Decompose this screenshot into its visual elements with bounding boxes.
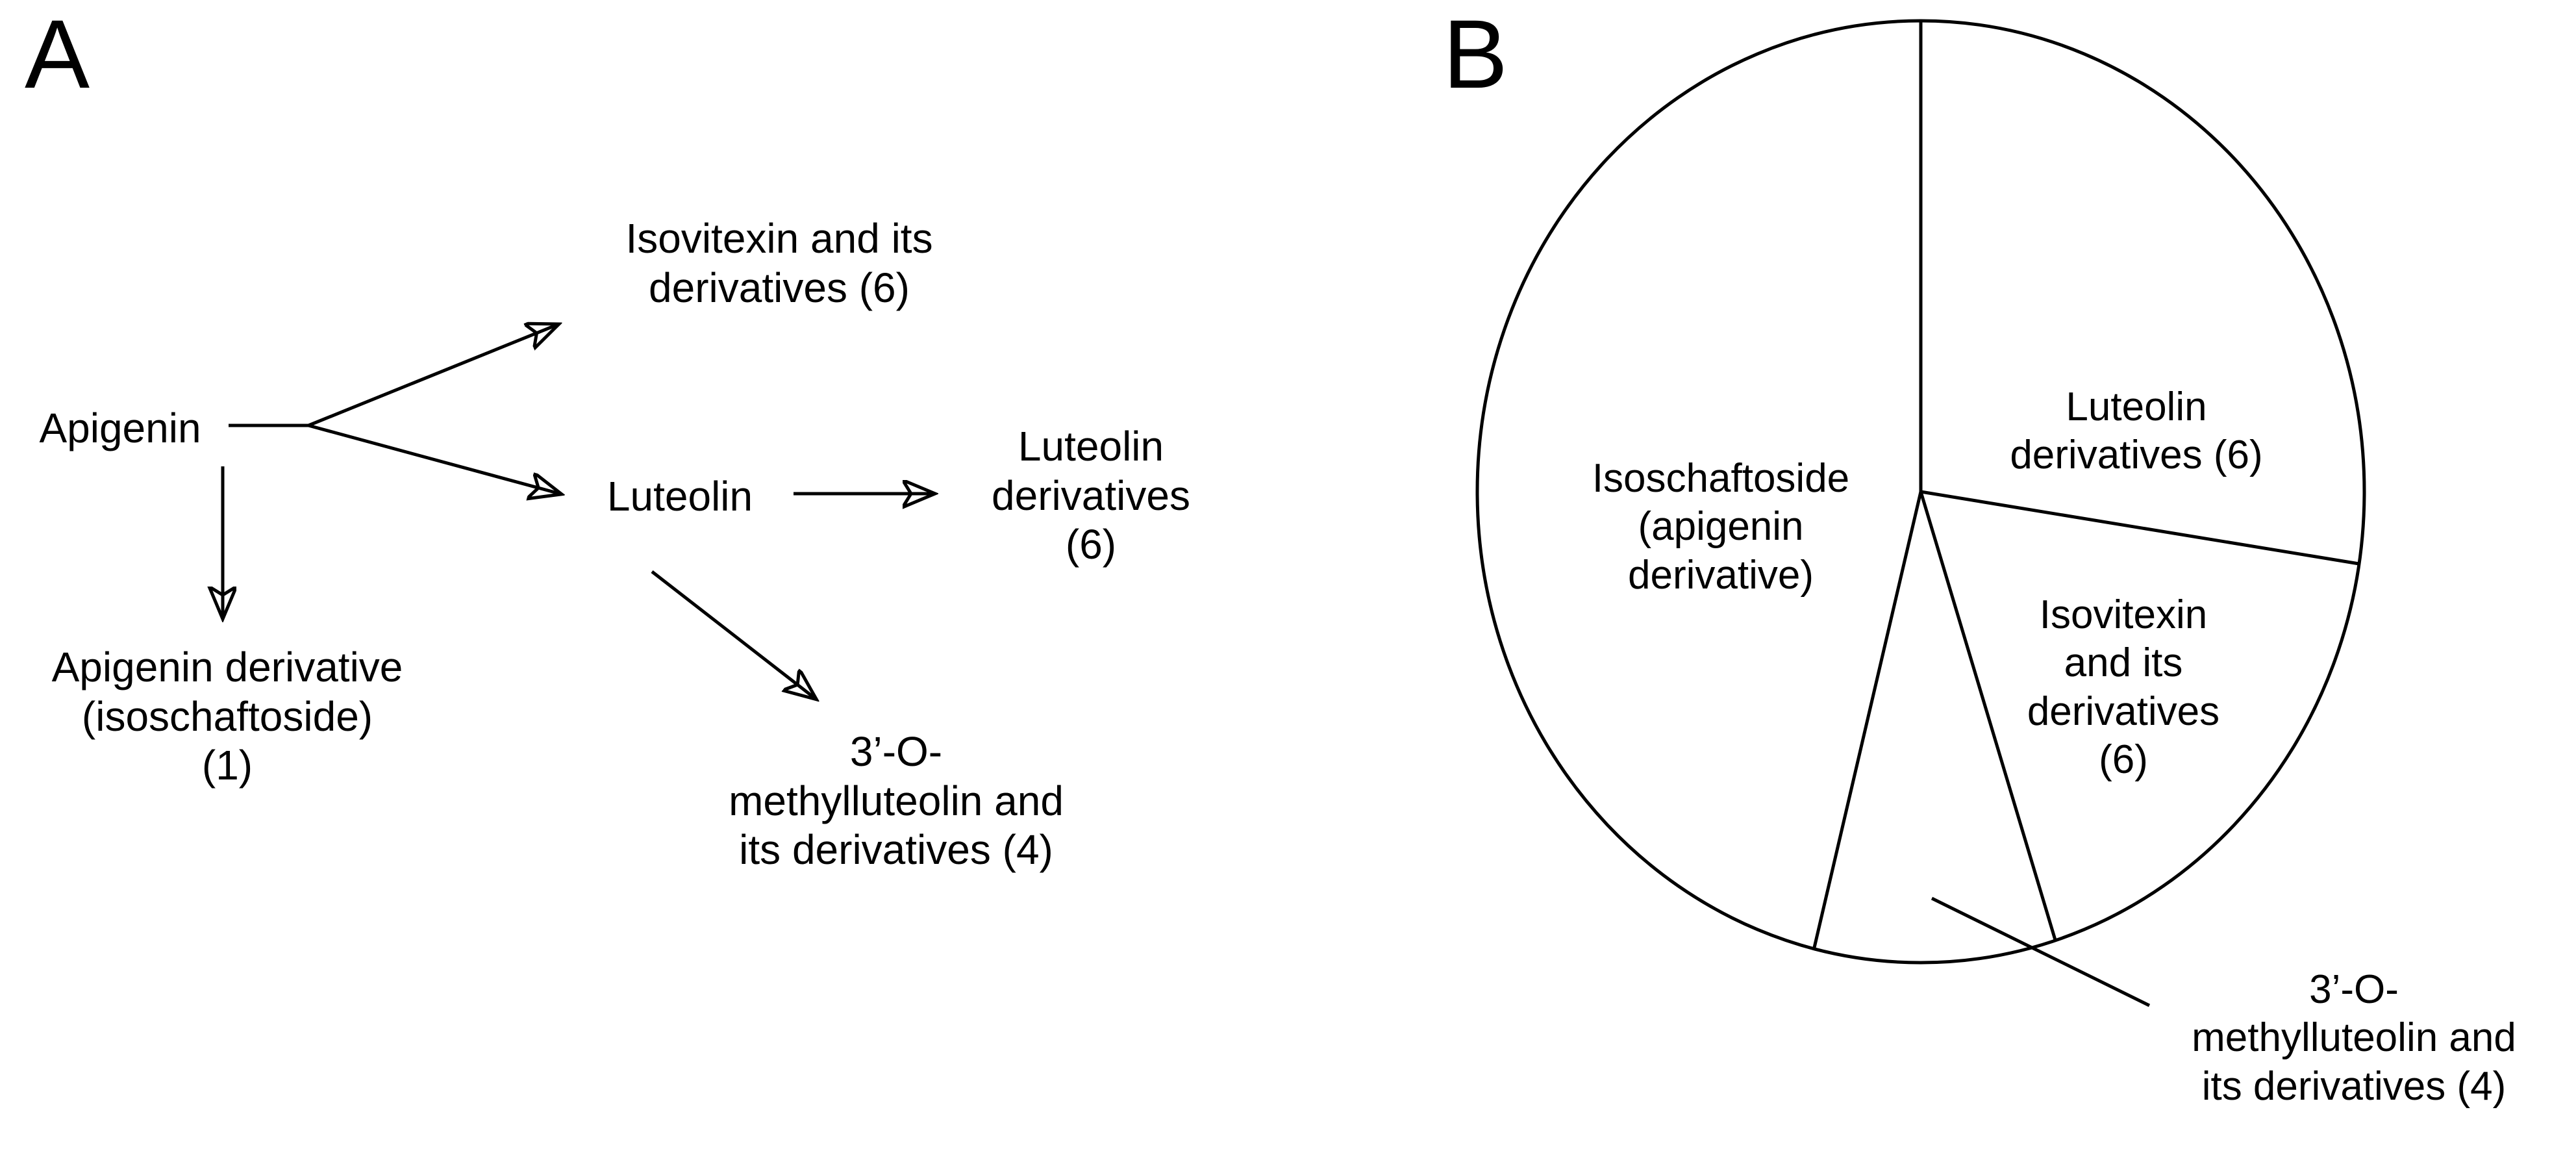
panel-a-letter: A [25,0,90,108]
panel-b-letter: B [1443,0,1508,108]
node-isovitexin-derivatives: Isovitexin and its derivatives (6) [625,215,933,311]
pie-label-isovitexin-derivatives: Isovitexin and its derivatives (6) [2027,592,2220,783]
edge-luteolin-methylluteolin [651,570,815,698]
pie-boundary-162deg [1919,491,2057,941]
pie-boundary-193deg [1812,491,1923,951]
pie-label-methylluteolin-derivatives: 3’-O- methylluteolin and its derivatives… [2192,967,2516,1109]
pie-label-isoschaftoside: Isoschaftoside (apigenin derivative) [1592,456,1850,598]
node-apigenin: Apigenin [39,405,201,451]
edge-apigenin-isovitexin [308,325,557,427]
node-methylluteolin-derivatives: 3’-O- methylluteolin and its derivatives… [729,728,1064,874]
node-luteolin-derivatives: Luteolin derivatives (6) [992,423,1190,568]
pie-boundary-98deg [1920,490,2360,566]
pie-label-luteolin-derivatives: Luteolin derivatives (6) [2010,385,2263,478]
node-luteolin: Luteolin [606,473,753,520]
node-apigenin-derivative: Apigenin derivative (isoschaftoside) (1) [51,644,403,789]
pie-callout-leader-line [1931,896,2151,1007]
edge-apigenin-luteolin [308,424,560,494]
